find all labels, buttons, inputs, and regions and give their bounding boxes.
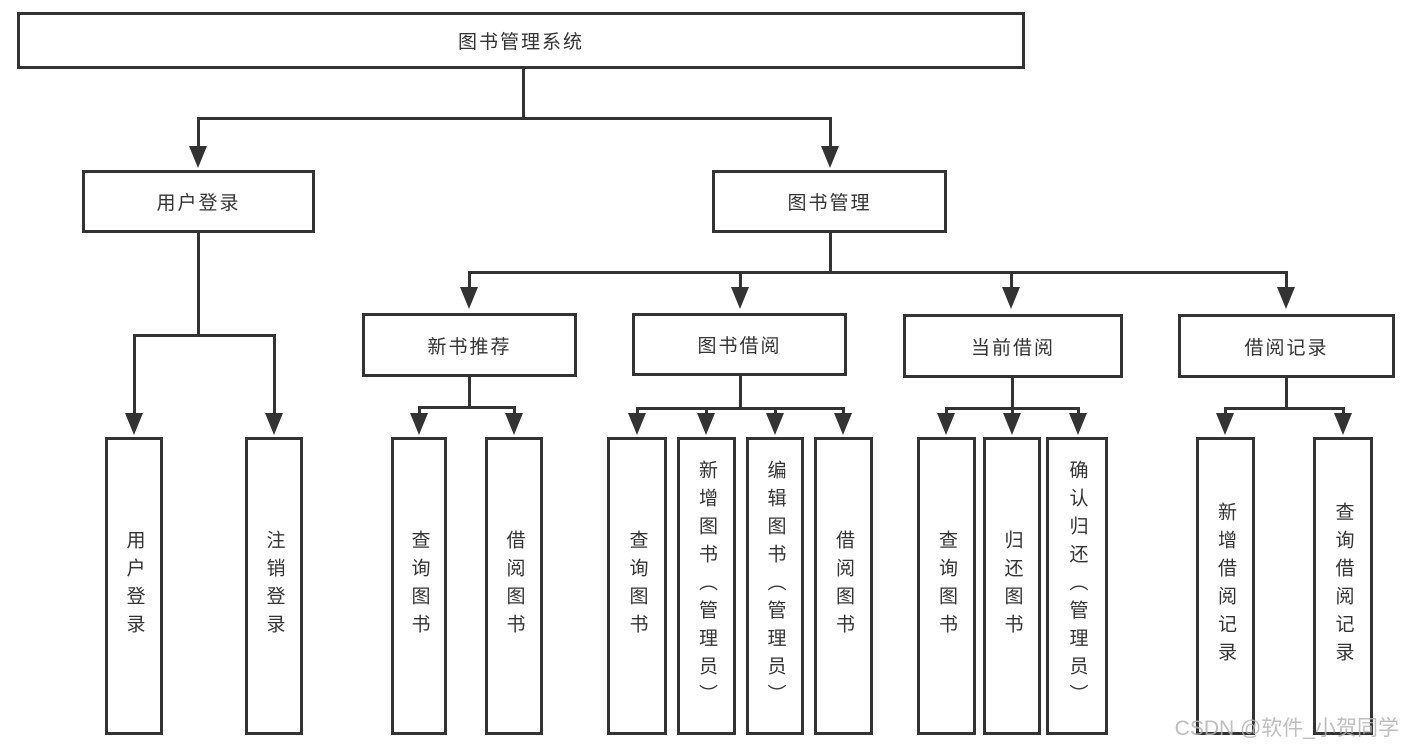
connector-nbr-stem — [468, 377, 471, 409]
leaf-label: 借阅图书 — [503, 530, 525, 642]
connector-root-bar — [197, 117, 832, 120]
arrow-down-icon — [697, 413, 715, 435]
connector-bb-bar — [636, 407, 845, 410]
connector-drop — [513, 406, 516, 416]
csdn-watermark: CSDN @软件_小贺同学 — [1174, 717, 1399, 740]
connector-drop — [273, 334, 276, 414]
node-label: 图书管理 — [787, 193, 872, 214]
connector-book-mgmt-bar — [468, 271, 1288, 274]
arrow-down-icon — [1277, 287, 1295, 309]
leaf-label: 编辑图书（管理员） — [764, 460, 786, 712]
leaf-query-books-current: 查询图书 — [917, 437, 976, 735]
connector-drop — [739, 271, 742, 289]
node-label: 借阅记录 — [1244, 337, 1329, 359]
arrow-down-icon — [1069, 413, 1087, 435]
leaf-edit-books-admin: 编辑图书（管理员） — [746, 437, 804, 735]
connector-drop — [1077, 407, 1080, 416]
leaf-label: 查询图书 — [626, 530, 648, 642]
node-label: 图书管理系统 — [457, 32, 584, 53]
connector-book-mgmt-stem — [829, 233, 832, 274]
node-label: 图书借阅 — [697, 336, 782, 357]
leaf-borrow-books-recommend: 借阅图书 — [485, 437, 543, 735]
node-book-borrow: 图书借阅 — [632, 313, 847, 376]
leaf-label: 查询图书 — [408, 530, 430, 642]
leaf-label: 归还图书 — [1001, 530, 1023, 642]
leaf-query-books-borrow: 查询图书 — [607, 437, 667, 735]
leaf-user-login: 用户登录 — [105, 437, 163, 735]
node-new-book-recommend: 新书推荐 — [362, 313, 577, 377]
connector-drop — [468, 271, 471, 289]
connector-nbr-bar — [418, 406, 516, 409]
arrow-down-icon — [937, 413, 955, 435]
leaf-add-borrow-record: 新增借阅记录 — [1196, 437, 1255, 735]
leaf-label: 查询借阅记录 — [1332, 502, 1354, 670]
leaf-label: 注销登录 — [263, 530, 285, 642]
arrow-down-icon — [1216, 413, 1234, 435]
arrow-down-icon — [1002, 287, 1020, 309]
leaf-query-borrow-record: 查询借阅记录 — [1313, 437, 1373, 735]
connector-drop — [636, 407, 639, 416]
leaf-label: 查询图书 — [936, 530, 957, 642]
arrow-down-icon — [265, 413, 283, 435]
leaf-add-books-admin: 新增图书（管理员） — [677, 437, 736, 735]
leaf-label: 新增图书（管理员） — [696, 460, 717, 712]
arrow-down-icon — [1003, 413, 1021, 435]
arrow-down-icon — [766, 413, 784, 435]
leaf-logout: 注销登录 — [245, 437, 303, 735]
connector-drop — [1342, 407, 1345, 416]
connector-user-login-stem — [197, 233, 200, 337]
node-label: 新书推荐 — [427, 336, 512, 358]
node-borrow-records: 借阅记录 — [1178, 314, 1395, 378]
arrow-down-icon — [410, 413, 428, 435]
arrow-down-icon — [189, 146, 207, 168]
connector-cb-stem — [1011, 378, 1014, 410]
leaf-query-books-recommend: 查询图书 — [391, 437, 447, 735]
connector-drop — [1285, 271, 1288, 289]
arrow-down-icon — [1334, 413, 1352, 435]
connector-br-bar — [1224, 407, 1345, 410]
connector-drop — [1011, 407, 1014, 416]
connector-user-login-bar — [133, 334, 275, 337]
connector-drop — [829, 117, 832, 149]
arrow-down-icon — [834, 413, 852, 435]
leaf-confirm-return-admin: 确认归还（管理员） — [1046, 437, 1108, 735]
connector-drop — [1010, 271, 1013, 289]
arrow-down-icon — [505, 413, 523, 435]
connector-drop — [705, 407, 708, 416]
arrow-down-icon — [460, 287, 478, 309]
node-book-management-system: 图书管理系统 — [17, 12, 1025, 69]
leaf-label: 新增借阅记录 — [1215, 502, 1236, 670]
node-label: 用户登录 — [156, 193, 241, 214]
node-user-login: 用户登录 — [82, 170, 315, 233]
node-book-management: 图书管理 — [712, 170, 947, 233]
connector-drop — [774, 407, 777, 416]
connector-drop — [418, 406, 421, 416]
leaf-return-books: 归还图书 — [983, 437, 1041, 735]
arrow-down-icon — [125, 413, 143, 435]
connector-root-stem — [522, 68, 525, 119]
connector-drop — [197, 117, 200, 149]
connector-drop — [945, 407, 948, 416]
leaf-label: 借阅图书 — [833, 530, 854, 642]
connector-br-stem — [1285, 378, 1288, 410]
connector-drop — [133, 334, 136, 414]
leaf-borrow-books: 借阅图书 — [814, 437, 873, 735]
leaf-label: 用户登录 — [123, 530, 145, 642]
connector-bb-stem — [739, 376, 742, 410]
connector-drop — [842, 407, 845, 416]
node-label: 当前借阅 — [970, 337, 1055, 359]
node-current-borrow: 当前借阅 — [903, 314, 1123, 378]
leaf-label: 确认归还（管理员） — [1066, 460, 1088, 712]
arrow-down-icon — [821, 146, 839, 168]
arrow-down-icon — [731, 287, 749, 309]
connector-drop — [1224, 407, 1227, 416]
arrow-down-icon — [628, 413, 646, 435]
